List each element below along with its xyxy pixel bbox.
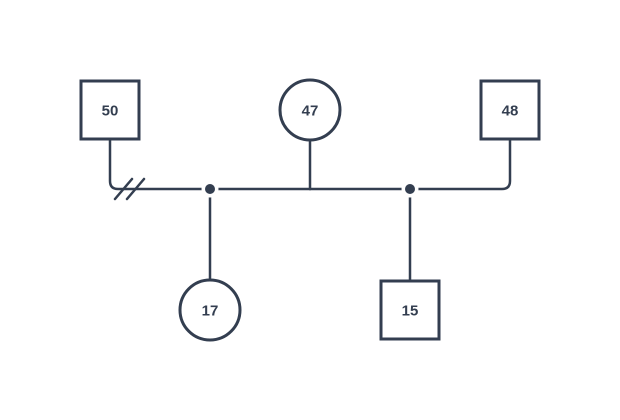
partner-link-50-47 bbox=[108, 138, 312, 191]
person-label: 15 bbox=[402, 303, 419, 320]
separation-marker bbox=[113, 177, 146, 201]
female-circle-shape[interactable] bbox=[178, 278, 242, 342]
male-square-shape[interactable] bbox=[379, 279, 441, 341]
separation-slash-2 bbox=[125, 177, 146, 201]
person-label: 48 bbox=[502, 103, 519, 120]
person-label: 50 bbox=[102, 103, 119, 120]
person-node-square-15[interactable]: 15 bbox=[379, 279, 441, 341]
separation-slash-1 bbox=[113, 177, 134, 201]
person-label: 47 bbox=[302, 103, 319, 120]
person-label: 17 bbox=[202, 303, 219, 320]
person-node-square-50[interactable]: 50 bbox=[79, 79, 141, 141]
person-node-square-48[interactable]: 48 bbox=[479, 79, 541, 141]
male-square-shape[interactable] bbox=[479, 79, 541, 141]
union-node-50-47[interactable] bbox=[201, 180, 219, 198]
union-dot[interactable] bbox=[405, 184, 415, 194]
person-node-circle-47[interactable]: 47 bbox=[278, 78, 342, 142]
female-circle-shape[interactable] bbox=[278, 78, 342, 142]
male-square-shape[interactable] bbox=[79, 79, 141, 141]
person-node-circle-17[interactable]: 17 bbox=[178, 278, 242, 342]
partner-link-47-48 bbox=[308, 138, 512, 191]
union-node-47-48[interactable] bbox=[401, 180, 419, 198]
union-dot[interactable] bbox=[205, 184, 215, 194]
